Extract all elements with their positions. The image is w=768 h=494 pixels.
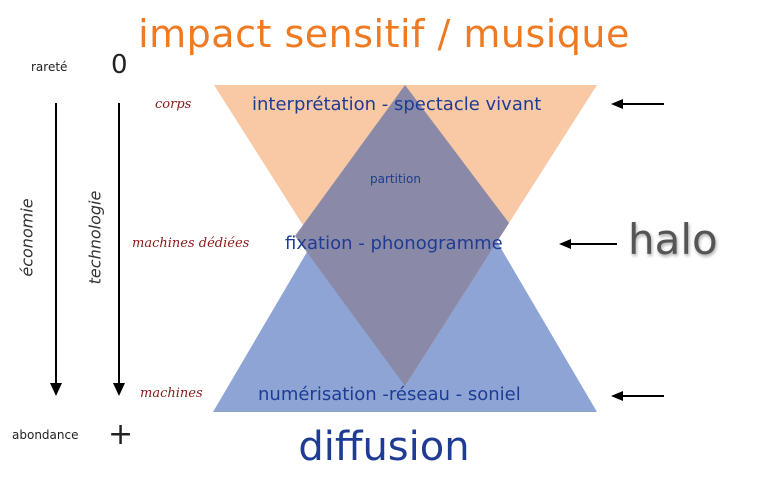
technology-axis-label: technologie <box>85 190 105 285</box>
scale-top-label: rareté <box>31 60 68 74</box>
middle-arrowhead <box>559 239 571 249</box>
level-top-label: interprétation - spectacle vivant <box>252 94 542 115</box>
level-middle-label: fixation - phonogramme <box>285 233 503 254</box>
top-arrowhead <box>611 99 623 109</box>
diagram-footer: diffusion <box>298 424 470 470</box>
left-label-dedicated-machines: machines dédiées <box>132 236 250 251</box>
halo-label: halo <box>628 215 718 264</box>
scale-bottom-label: abondance <box>12 428 79 442</box>
economy-axis-label: économie <box>17 198 37 277</box>
diagram-title: impact sensitif / musique <box>138 12 630 56</box>
bottom-arrowhead <box>611 391 623 401</box>
left-label-machines: machines <box>140 386 203 401</box>
economy-arrowhead <box>50 383 62 396</box>
technology-arrowhead <box>113 383 125 396</box>
scale-bottom-symbol: + <box>108 417 134 452</box>
overlap-diamond <box>295 85 509 386</box>
level-bottom-label: numérisation -réseau - soniel <box>258 384 521 405</box>
level-middle-small-label: partition <box>370 172 421 186</box>
scale-top-symbol: 0 <box>111 50 128 80</box>
left-label-body: corps <box>155 97 192 112</box>
